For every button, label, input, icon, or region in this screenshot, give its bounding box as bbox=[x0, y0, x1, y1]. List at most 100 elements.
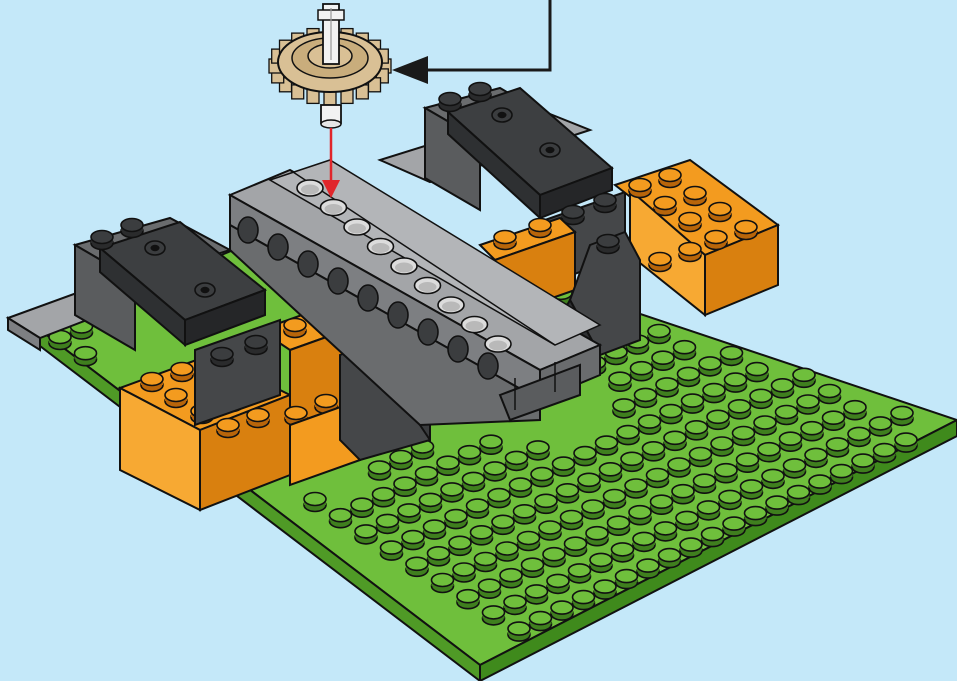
beam-side-peg bbox=[298, 251, 318, 277]
baseplate-stud bbox=[703, 384, 725, 403]
baseplate-stud bbox=[652, 351, 674, 370]
baseplate-stud bbox=[762, 469, 784, 488]
baseplate-stud bbox=[715, 464, 737, 483]
beam-side-peg bbox=[268, 234, 288, 260]
baseplate-stud bbox=[676, 511, 698, 530]
beam-hole bbox=[415, 278, 441, 294]
baseplate-stud bbox=[612, 543, 634, 562]
beam-side-peg bbox=[358, 285, 378, 311]
baseplate-stud bbox=[416, 467, 438, 486]
baseplate-stud bbox=[449, 536, 471, 555]
baseplate-stud bbox=[801, 422, 823, 441]
baseplate-stud bbox=[678, 367, 700, 386]
baseplate-stud bbox=[506, 451, 528, 470]
baseplate-stud bbox=[420, 493, 442, 512]
baseplate-stud bbox=[480, 435, 502, 454]
baseplate-stud bbox=[809, 475, 831, 494]
baseplate-stud bbox=[819, 385, 841, 404]
baseplate-stud bbox=[668, 458, 690, 477]
baseplate-stud bbox=[553, 457, 575, 476]
baseplate-stud bbox=[471, 526, 493, 545]
baseplate-stud bbox=[377, 514, 399, 533]
baseplate-stud bbox=[428, 547, 450, 566]
baseplate-stud bbox=[772, 379, 794, 398]
baseplate-stud bbox=[651, 495, 673, 514]
baseplate-stud bbox=[766, 496, 788, 515]
baseplate-stud bbox=[776, 406, 798, 425]
beam-side-peg bbox=[238, 217, 258, 243]
beam-side-peg bbox=[418, 319, 438, 345]
baseplate-stud bbox=[831, 465, 853, 484]
baseplate-stud bbox=[637, 559, 659, 578]
baseplate-stud bbox=[504, 595, 526, 614]
baseplate-stud bbox=[484, 462, 506, 481]
baseplate-stud bbox=[457, 590, 479, 609]
beam-side-peg bbox=[328, 268, 348, 294]
baseplate-stud bbox=[543, 548, 565, 567]
baseplate-stud bbox=[647, 469, 669, 488]
beam-hole bbox=[297, 180, 323, 196]
baseplate-stud bbox=[745, 507, 767, 526]
baseplate-stud bbox=[686, 421, 708, 440]
baseplate-stud bbox=[608, 516, 630, 535]
baseplate-stud bbox=[574, 447, 596, 466]
baseplate-stud bbox=[823, 411, 845, 430]
baseplate-stud bbox=[827, 438, 849, 457]
baseplate-stud bbox=[441, 483, 463, 502]
baseplate-stud bbox=[648, 325, 670, 344]
baseplate-stud bbox=[508, 622, 530, 641]
baseplate-stud bbox=[754, 416, 776, 435]
baseplate-stud bbox=[750, 389, 772, 408]
baseplate-stud bbox=[547, 574, 569, 593]
baseplate-stud bbox=[758, 443, 780, 462]
baseplate-stud bbox=[707, 410, 729, 429]
baseplate-stud bbox=[629, 506, 651, 525]
baseplate-stud bbox=[656, 378, 678, 397]
baseplate-stud bbox=[406, 557, 428, 576]
baseplate-stud bbox=[788, 486, 810, 505]
baseplate-stud bbox=[557, 484, 579, 503]
baseplate-stud bbox=[488, 489, 510, 508]
beam-hole bbox=[368, 239, 394, 255]
baseplate-stud bbox=[596, 436, 618, 455]
baseplate-stud bbox=[723, 517, 745, 536]
baseplate-stud bbox=[369, 461, 391, 480]
baseplate-stud bbox=[424, 520, 446, 539]
baseplate-stud bbox=[711, 437, 733, 456]
baseplate-stud bbox=[432, 574, 454, 593]
baseplate-stud bbox=[848, 427, 870, 446]
beam-side-peg bbox=[448, 336, 468, 362]
baseplate-stud bbox=[702, 528, 724, 547]
baseplate-stud bbox=[492, 515, 514, 534]
baseplate-stud bbox=[741, 480, 763, 499]
beam-hole bbox=[344, 219, 370, 235]
beam-hole bbox=[485, 336, 511, 352]
baseplate-stud bbox=[590, 553, 612, 572]
baseplate-stud bbox=[500, 569, 522, 588]
baseplate-stud bbox=[600, 463, 622, 482]
baseplate-stud bbox=[635, 388, 657, 407]
baseplate-stud bbox=[852, 454, 874, 473]
baseplate-stud bbox=[613, 399, 635, 418]
baseplate-stud bbox=[531, 468, 553, 487]
baseplate-stud bbox=[390, 451, 412, 470]
baseplate-stud bbox=[805, 448, 827, 467]
baseplate-stud bbox=[561, 511, 583, 530]
baseplate-stud bbox=[530, 612, 552, 631]
baseplate-stud bbox=[664, 431, 686, 450]
beam-side-peg bbox=[478, 353, 498, 379]
baseplate-stud bbox=[463, 472, 485, 491]
baseplate-stud bbox=[659, 549, 681, 568]
baseplate-stud bbox=[355, 525, 377, 544]
baseplate-stud bbox=[453, 563, 475, 582]
baseplate-stud bbox=[874, 444, 896, 463]
baseplate-stud bbox=[699, 357, 721, 376]
baseplate-stud bbox=[526, 585, 548, 604]
baseplate-stud bbox=[680, 538, 702, 557]
baseplate-stud bbox=[698, 501, 720, 520]
baseplate-stud bbox=[586, 527, 608, 546]
baseplate-stud bbox=[844, 401, 866, 420]
baseplate-stud bbox=[527, 441, 549, 460]
callout-arrow-icon bbox=[392, 0, 550, 84]
